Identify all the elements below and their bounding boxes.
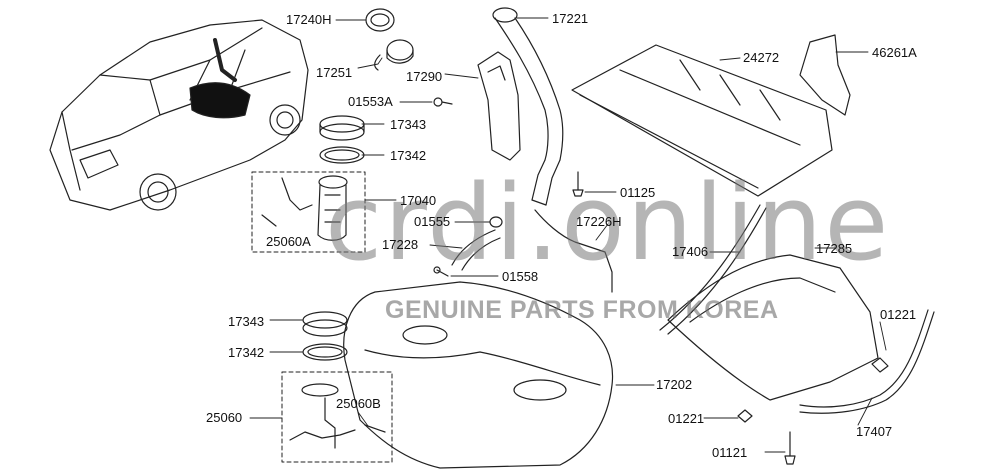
part-01553a-shape — [433, 97, 453, 107]
vehicle-illustration — [49, 19, 309, 211]
callout-17221[interactable]: 17221 — [552, 11, 589, 26]
callout-01553a[interactable]: 01553A — [348, 94, 393, 109]
leader-lines — [249, 17, 887, 453]
part-25060-box — [281, 371, 393, 463]
callout-17240h[interactable]: 17240H — [286, 12, 332, 27]
callout-25060a[interactable]: 25060A — [266, 234, 311, 249]
part-46261a-shape — [799, 34, 851, 116]
callout-17342-bot[interactable]: 17342 — [228, 345, 265, 360]
callout-17343-bot[interactable]: 17343 — [228, 314, 265, 329]
callout-25060b[interactable]: 25060B — [336, 396, 381, 411]
watermark-brand: crdi.online — [325, 162, 891, 284]
callout-01125[interactable]: 01125 — [620, 185, 656, 200]
part-17226h-shape — [534, 209, 613, 293]
part-17342-lower-shape — [302, 343, 348, 361]
part-17407-shape — [799, 309, 935, 414]
part-17251-shape — [374, 39, 414, 71]
callout-17202[interactable]: 17202 — [656, 377, 693, 392]
part-17228-shape — [451, 229, 501, 271]
part-01558-shape — [433, 266, 449, 277]
part-17202-shape — [343, 281, 614, 469]
part-17406-shape — [659, 204, 767, 335]
callout-17406[interactable]: 17406 — [672, 244, 709, 259]
callout-17285[interactable]: 17285 — [816, 241, 853, 256]
part-17290-shape — [477, 51, 521, 161]
part-01221-lower-shape — [737, 409, 753, 423]
part-17343-upper-shape — [319, 115, 365, 141]
callout-17226h[interactable]: 17226H — [576, 214, 622, 229]
part-17240h-shape — [365, 8, 395, 32]
part-01221-right-shape — [871, 357, 889, 373]
callout-01221-bot[interactable]: 01221 — [668, 411, 705, 426]
callout-17343-top[interactable]: 17343 — [390, 117, 427, 132]
part-17342-upper-shape — [319, 146, 365, 164]
callout-01221-right[interactable]: 01221 — [880, 307, 917, 322]
part-25060-shape — [289, 383, 386, 449]
part-17285-shape — [667, 254, 879, 401]
callout-17290[interactable]: 17290 — [406, 69, 443, 84]
callout-17228[interactable]: 17228 — [382, 237, 419, 252]
part-01125-shape — [572, 171, 584, 197]
callout-17040[interactable]: 17040 — [400, 193, 437, 208]
callout-17251[interactable]: 17251 — [316, 65, 353, 80]
callout-46261a[interactable]: 46261A — [872, 45, 917, 60]
callout-17342-top[interactable]: 17342 — [390, 148, 427, 163]
part-17040-shape — [261, 175, 348, 241]
watermark-tagline: GENUINE PARTS FROM KOREA — [385, 296, 779, 324]
callout-01558[interactable]: 01558 — [502, 269, 539, 284]
part-24272-shape — [571, 44, 833, 197]
callout-01121[interactable]: 01121 — [712, 445, 748, 460]
part-01121-shape — [784, 431, 796, 465]
callout-17407[interactable]: 17407 — [856, 424, 893, 439]
part-17040-box — [251, 171, 366, 253]
callout-01555[interactable]: 01555 — [414, 214, 451, 229]
part-17221-shape — [492, 7, 564, 206]
callout-24272[interactable]: 24272 — [743, 50, 780, 65]
callout-25060[interactable]: 25060 — [206, 410, 243, 425]
part-17343-lower-shape — [302, 311, 348, 337]
